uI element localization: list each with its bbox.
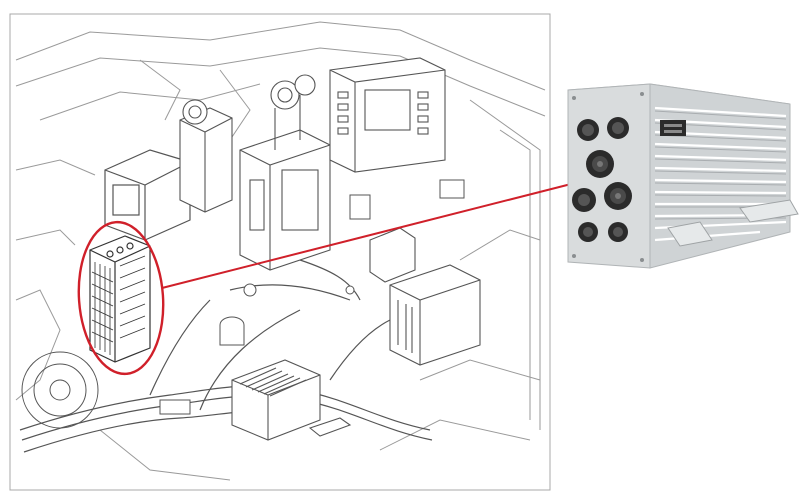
hull-structure [15, 21, 546, 481]
drawing-computer-unit [89, 235, 151, 363]
connector-icon [572, 188, 596, 212]
unit-label-plate [660, 120, 686, 136]
connector-icon [604, 182, 632, 210]
label-plate-stripe [664, 124, 682, 127]
small-components [159, 179, 465, 415]
side-bracket-assembly [369, 227, 481, 366]
callout-line [161, 182, 576, 289]
connector-icon [586, 150, 614, 178]
connector-icon [608, 222, 628, 242]
mounting-foot-left [667, 221, 713, 247]
connector-icon [607, 117, 629, 139]
central-assembly [179, 74, 331, 271]
display-console [329, 57, 446, 173]
mounting-foot-right [739, 199, 799, 223]
label-plate-stripe [664, 130, 682, 133]
monitor-unit [104, 149, 191, 241]
connector-icon [577, 119, 599, 141]
console-buttons [337, 91, 429, 135]
connector-icon [578, 222, 598, 242]
screw-icon [572, 92, 644, 262]
heatsink-unit [231, 359, 352, 441]
front-connectors [572, 92, 644, 262]
line-drawing-panel [9, 13, 551, 491]
highlight-ellipse [77, 220, 165, 376]
round-hub-component [21, 351, 99, 429]
drawing-unit-fins [91, 255, 146, 355]
unit-photo [567, 83, 799, 269]
unit-front-face [567, 83, 651, 269]
